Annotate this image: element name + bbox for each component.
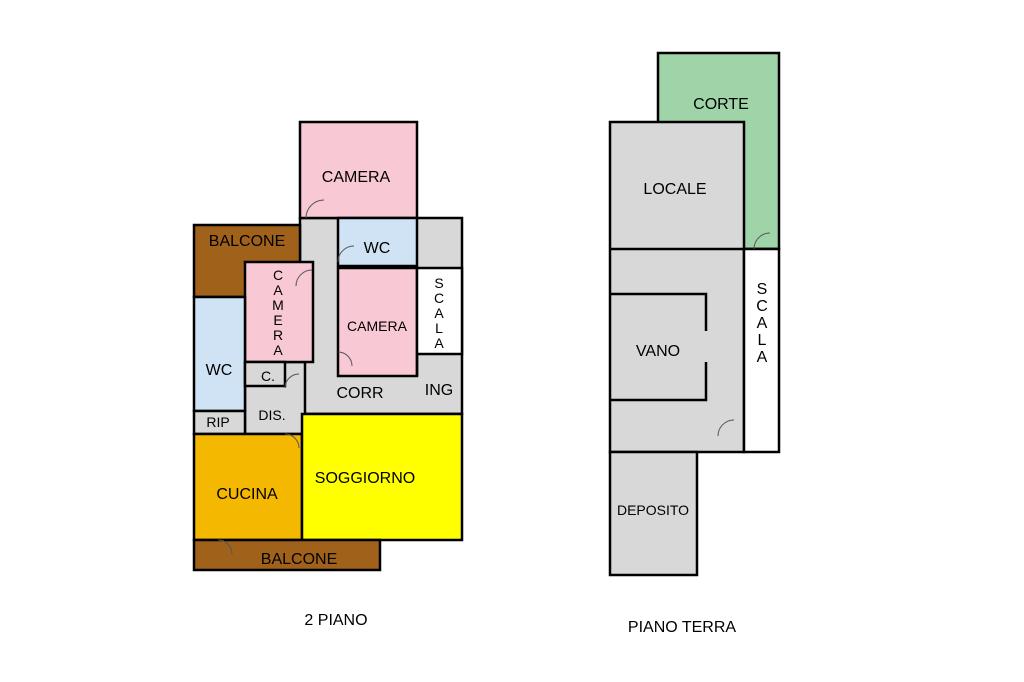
door-arc xyxy=(217,539,233,555)
label-dis: DIS. xyxy=(258,407,285,423)
door-arc xyxy=(717,419,735,437)
door-arc xyxy=(284,433,300,449)
room-balcone-bottom xyxy=(192,538,382,572)
label-camera-vertical: C A M E R A xyxy=(272,267,284,358)
svg-text:A: A xyxy=(434,335,444,351)
label-wc-top: WC xyxy=(364,240,391,257)
label-scala-ground: S C A L A xyxy=(756,281,768,366)
door-arc xyxy=(305,199,325,219)
svg-text:C: C xyxy=(756,298,768,315)
label-rip: RIP xyxy=(206,414,229,430)
label-locale: LOCALE xyxy=(643,181,706,198)
wall-vano xyxy=(610,362,708,402)
label-soggiorno: SOGGIORNO xyxy=(315,470,415,487)
svg-text:S: S xyxy=(434,275,443,291)
room-wc-left xyxy=(192,295,247,413)
room-deposito xyxy=(608,450,699,577)
door-arc xyxy=(284,373,300,389)
room-scala-upper xyxy=(415,266,464,356)
door-arc xyxy=(337,351,353,367)
wall-vano xyxy=(610,292,708,331)
door-arc xyxy=(337,245,355,263)
label-balcone-top: BALCONE xyxy=(209,233,285,250)
svg-text:A: A xyxy=(434,305,444,321)
upper-floor-title: 2 PIANO xyxy=(304,612,367,629)
svg-text:A: A xyxy=(757,315,768,332)
svg-text:C: C xyxy=(434,290,444,306)
label-camera-mid: CAMERA xyxy=(347,318,408,334)
svg-text:E: E xyxy=(273,312,282,328)
upper-floor-plan: CAMERA WC BALCONE C A M E R A CAMERA S C… xyxy=(192,120,464,629)
svg-text:R: R xyxy=(273,327,283,343)
ground-floor-plan: CORTE LOCALE VANO S C A L A DEPOSITO PIA… xyxy=(608,51,781,636)
svg-text:L: L xyxy=(758,332,767,349)
svg-text:M: M xyxy=(272,297,284,313)
label-closet: C. xyxy=(261,368,275,384)
svg-text:A: A xyxy=(273,342,283,358)
svg-text:A: A xyxy=(273,282,283,298)
label-scala-upper: S C A L A xyxy=(434,275,444,351)
label-ing: ING xyxy=(425,382,453,399)
label-corte: CORTE xyxy=(693,96,749,113)
room-camera-mid xyxy=(336,266,419,378)
label-wc-left: WC xyxy=(206,362,233,379)
label-deposito: DEPOSITO xyxy=(617,502,689,518)
room-soggiorno xyxy=(300,412,464,542)
room-wc-top xyxy=(336,216,419,268)
label-cucina: CUCINA xyxy=(216,486,278,503)
svg-text:C: C xyxy=(273,267,283,283)
door-arc xyxy=(753,232,771,250)
svg-text:A: A xyxy=(757,349,768,366)
svg-text:L: L xyxy=(435,320,443,336)
room-closet xyxy=(243,360,287,388)
door-arc xyxy=(295,269,313,287)
label-camera-top: CAMERA xyxy=(322,169,391,186)
room-locale-block xyxy=(608,120,746,454)
room-scala-ground xyxy=(742,247,781,454)
svg-text:S: S xyxy=(757,281,768,298)
label-vano: VANO xyxy=(636,343,680,360)
label-corr: CORR xyxy=(336,385,383,402)
label-balcone-bottom: BALCONE xyxy=(261,551,337,568)
ground-floor-title: PIANO TERRA xyxy=(628,619,737,636)
